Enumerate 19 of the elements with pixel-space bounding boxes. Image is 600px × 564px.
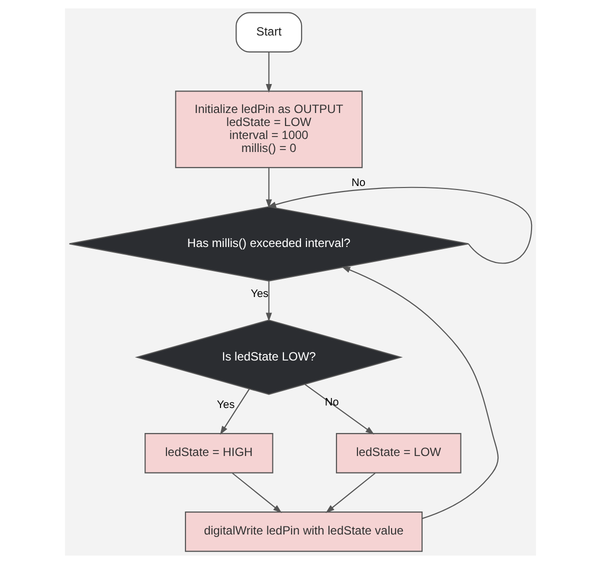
- arrow: [265, 281, 272, 322]
- node-diamond: Is ledState LOW?: [134, 320, 402, 395]
- node-box: ledState = LOW: [335, 433, 461, 474]
- arrow: [340, 266, 498, 520]
- node-box: Initialize ledPin as OUTPUT ledState = LOW interval = 1000 millis() = 0: [174, 90, 362, 168]
- node-diamond: Has millis() exceeded interval?: [68, 206, 468, 282]
- node-box: ledState = HIGH: [144, 433, 273, 474]
- arrow: [304, 384, 374, 434]
- arrow: [266, 186, 532, 264]
- arrow: [220, 388, 250, 435]
- arrow: [265, 52, 272, 93]
- edge-label: Yes: [216, 398, 234, 411]
- edge-label: Yes: [250, 288, 268, 300]
- arrow: [325, 472, 376, 513]
- edge-label: No: [351, 177, 365, 190]
- node-box: Start: [235, 12, 302, 52]
- arrow: [232, 472, 282, 513]
- arrow: [265, 168, 272, 208]
- node-box: digitalWrite ledPin with ledState value: [184, 512, 422, 552]
